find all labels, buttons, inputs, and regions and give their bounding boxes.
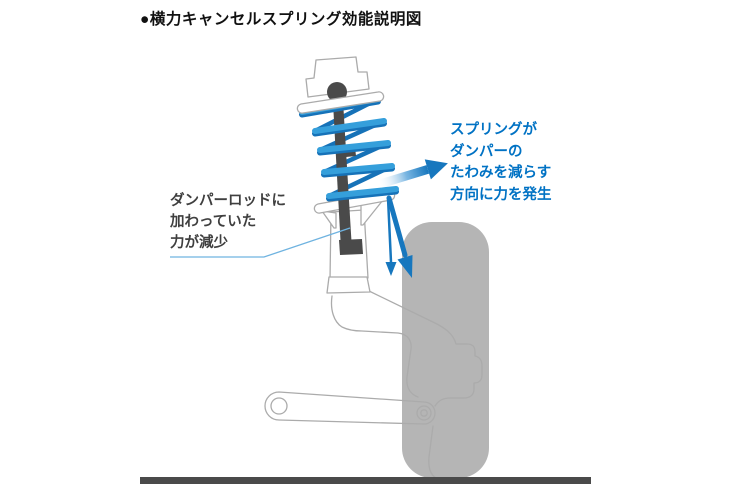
top-mount [305, 56, 370, 98]
damper-rod-label-line1: ダンパーロッドに [170, 193, 286, 209]
upper-spring-plate [296, 91, 385, 114]
spring-force-label-line1: スプリングが [450, 122, 537, 138]
spring-force-arrow [378, 159, 448, 189]
damper-rod-label-line2: 加わっていた [170, 214, 257, 230]
spring-force-label-line2: ダンパーの [450, 143, 523, 160]
spring-force-label-line3: たわみを減らす [450, 165, 552, 181]
tire [402, 222, 489, 478]
ground-line [140, 477, 591, 484]
steering-knuckle [264, 277, 483, 479]
downward-force-arrows [385, 195, 413, 278]
leader-line [170, 227, 351, 258]
damper-rod-label: ダンパーロッドに 加わっていた 力が減少 [170, 191, 286, 254]
figure-title: ●横力キャンセルスプリング効能説明図 [140, 11, 422, 28]
lower-control-arm [264, 391, 436, 425]
damper-rod-label-line3: 力が減少 [170, 235, 228, 251]
spring-force-label: スプリングが ダンパーの たわみを減らす 方向に力を発生 [450, 120, 552, 206]
spring-force-label-line4: 方向に力を発生 [450, 186, 552, 203]
